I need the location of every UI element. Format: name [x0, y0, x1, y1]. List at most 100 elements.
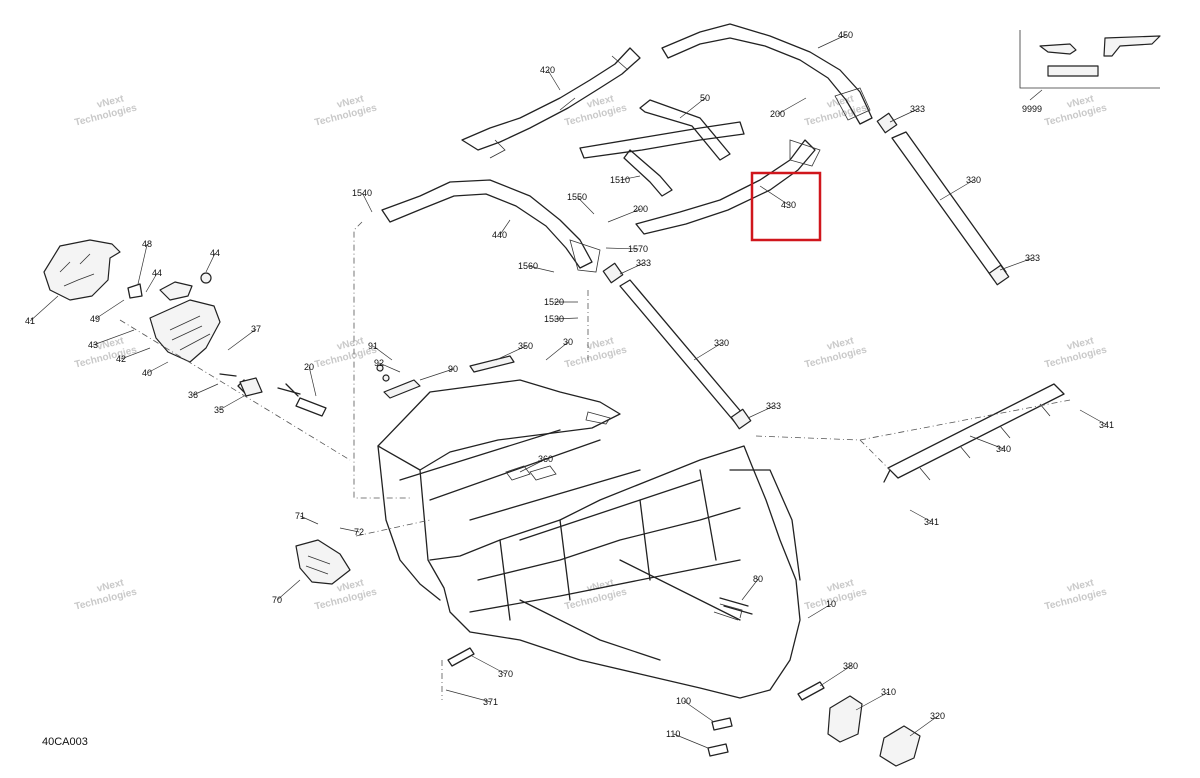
roll-bar-330-right — [876, 112, 1010, 286]
callout-label-c44a: 44 — [210, 248, 220, 258]
leader-line — [577, 196, 595, 215]
roll-bar-330-center — [602, 262, 752, 430]
highlight-box-430 — [750, 171, 822, 242]
callout-label-c333d: 333 — [766, 401, 781, 411]
leader-line — [362, 192, 373, 213]
roof-rail-440 — [381, 179, 601, 273]
leader-line — [999, 257, 1033, 271]
leader-line — [445, 689, 491, 703]
leader-line — [741, 578, 759, 601]
small-parts-left — [127, 272, 327, 417]
callout-label-c70: 70 — [272, 595, 282, 605]
callout-label-c440: 440 — [492, 230, 507, 240]
leader-line — [121, 347, 151, 360]
leader-line — [607, 208, 641, 223]
bottom-parts — [447, 597, 921, 767]
callout-label-c35: 35 — [214, 405, 224, 415]
roof-rail-450 — [661, 23, 873, 125]
callout-label-c333c: 333 — [1025, 253, 1040, 263]
leader-line — [495, 345, 526, 361]
callout-label-c371: 371 — [483, 697, 498, 707]
construction-lines — [119, 221, 1071, 700]
leader-line — [777, 97, 807, 115]
leader-line — [909, 509, 932, 523]
decal-shape-2 — [1103, 35, 1161, 57]
leader-line — [93, 329, 135, 346]
callout-label-c320: 320 — [930, 711, 945, 721]
decal-legend — [1019, 30, 1161, 101]
callout-label-c80: 80 — [753, 574, 763, 584]
leader-line — [807, 603, 832, 619]
leader-line — [147, 361, 169, 374]
callout-label-c110: 110 — [666, 729, 680, 739]
leader-line — [747, 405, 774, 419]
callout-label-c370: 370 — [498, 669, 513, 679]
callout-label-c450: 450 — [838, 30, 853, 40]
callout-label-c1520: 1520 — [544, 297, 564, 307]
callout-label-c380: 380 — [843, 661, 858, 671]
leader-line — [499, 219, 511, 236]
leader-line — [817, 34, 846, 49]
leader-line — [619, 262, 644, 275]
callout-label-c1540: 1540 — [352, 188, 372, 198]
leader-line — [909, 715, 939, 737]
callout-label-c1560: 1560 — [518, 261, 538, 271]
leader-line — [693, 342, 722, 361]
diagram-code: 40CA003 — [42, 736, 88, 748]
front-upper-bar-430 — [635, 139, 821, 235]
leader-line — [528, 265, 555, 273]
callout-label-c100: 100 — [676, 696, 691, 706]
callout-label-c200a: 200 — [770, 109, 785, 119]
leader-line — [545, 341, 569, 361]
callout-label-c1510: 1510 — [610, 175, 630, 185]
leader-line — [227, 328, 257, 351]
callout-label-c420: 420 — [540, 65, 555, 75]
watermark-layer: vNextTechnologiesvNextTechnologiesvNextT… — [74, 93, 1109, 612]
callout-label-c330b: 330 — [714, 338, 729, 348]
leader-line — [372, 345, 393, 361]
leader-line — [29, 295, 59, 322]
callout-label-c1570: 1570 — [628, 244, 648, 254]
leader-line — [519, 458, 546, 473]
callout-label-c10: 10 — [826, 599, 836, 609]
decal-shape-1 — [1039, 43, 1077, 55]
leader-line — [855, 691, 889, 711]
callout-label-c48: 48 — [142, 239, 152, 249]
callout-label-c341b: 341 — [924, 517, 939, 527]
callout-label-c310: 310 — [881, 687, 896, 697]
leader-line — [819, 665, 851, 687]
callout-label-c72: 72 — [354, 527, 364, 537]
callout-label-c333a: 333 — [910, 104, 925, 114]
leader-line — [308, 366, 317, 397]
main-frame-10 — [377, 379, 801, 699]
callout-label-c44b: 44 — [152, 268, 162, 278]
leader-line — [679, 97, 706, 119]
callout-label-c42: 42 — [116, 354, 126, 364]
leader-line — [419, 368, 454, 381]
callout-label-c430: 430 — [781, 200, 796, 210]
leader-line — [471, 655, 506, 675]
leader-line — [379, 362, 401, 373]
callout-label-c36: 36 — [188, 390, 198, 400]
leader-line — [605, 247, 639, 250]
callout-label-c360: 360 — [538, 454, 553, 464]
decal-shape-3 — [1047, 65, 1099, 77]
leader-line — [339, 527, 360, 533]
skid-plate-41 — [43, 239, 121, 301]
leader-line — [673, 733, 709, 749]
callout-label-c340: 340 — [996, 444, 1011, 454]
callout-label-c91: 91 — [368, 341, 378, 351]
leader-line — [1079, 409, 1107, 426]
leader-line — [193, 383, 219, 396]
leader-line — [145, 272, 158, 293]
front-bracket-70 — [295, 539, 351, 585]
leader-line — [620, 175, 641, 181]
callout-label-c40: 40 — [142, 368, 152, 378]
callout-label-c333b: 333 — [636, 258, 651, 268]
callout-label-c41: 41 — [25, 316, 35, 326]
callout-label-c90: 90 — [448, 364, 458, 374]
rear-bar-340 — [883, 383, 1065, 483]
callout-label-c37: 37 — [251, 324, 261, 334]
